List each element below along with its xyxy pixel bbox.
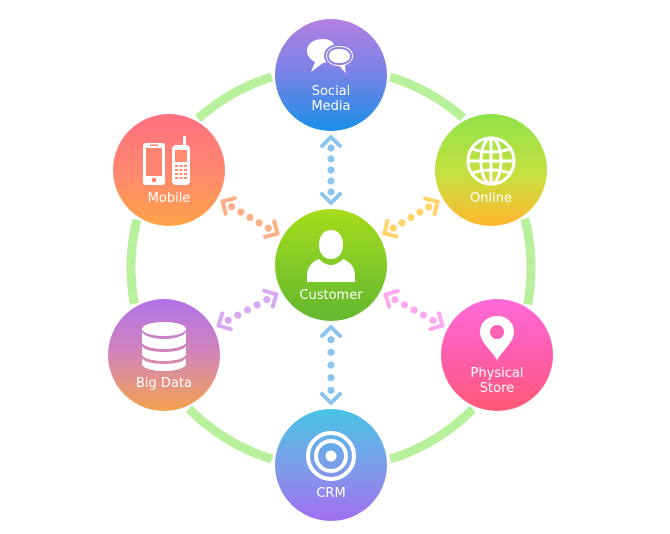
node-label: Mobile xyxy=(147,190,191,206)
arrow-dot xyxy=(400,301,409,309)
arrow-bigdata xyxy=(216,288,279,332)
arrow-head xyxy=(320,135,342,148)
node-crm: CRM xyxy=(275,409,387,521)
ring-segment xyxy=(388,72,467,122)
arrow-dot xyxy=(327,348,335,356)
arrow-dot xyxy=(224,316,232,324)
arrow-head xyxy=(216,311,233,332)
arrow-head xyxy=(383,288,400,309)
arrow-head xyxy=(382,219,399,239)
mobile-phones-icon xyxy=(143,135,190,185)
arrow-dot xyxy=(425,203,433,211)
node-label: Customer xyxy=(299,287,363,303)
node-physical-store: Physical Store xyxy=(441,299,553,411)
node-label: Online xyxy=(470,190,512,206)
arrow-dot xyxy=(327,386,335,394)
arrow-dot xyxy=(416,208,424,216)
arrow-dot xyxy=(234,311,242,319)
arrow-dot xyxy=(246,213,254,222)
database-icon xyxy=(142,321,186,371)
arrow-dot xyxy=(253,301,261,309)
node-label: Physical Store xyxy=(470,366,524,396)
arrow-dot xyxy=(391,296,399,304)
arrow-head xyxy=(263,219,280,239)
outer-ring xyxy=(126,72,536,464)
arrow-mobile xyxy=(220,196,280,239)
arrow-dot xyxy=(228,203,236,211)
connector-arrows xyxy=(216,135,445,405)
node-mobile: Mobile xyxy=(113,114,225,226)
user-icon xyxy=(307,229,355,282)
arrow-dot xyxy=(327,374,335,382)
node-label: CRM xyxy=(316,485,346,501)
arrow-head xyxy=(320,392,342,405)
arrow-dot xyxy=(327,188,335,196)
arrow-head xyxy=(423,196,440,216)
arrow-head xyxy=(220,196,237,216)
arrow-dot xyxy=(264,224,272,232)
arrow-dot xyxy=(389,224,397,232)
arrow-dot xyxy=(263,296,271,304)
arrow-head xyxy=(428,311,445,332)
ring-segment xyxy=(126,218,142,305)
arrow-head xyxy=(320,325,342,338)
arrow-dot xyxy=(407,213,415,222)
node-social-media: Social Media xyxy=(275,19,387,131)
node-label: Big Data xyxy=(136,375,192,391)
node-customer: Customer xyxy=(275,209,387,321)
node-big-data: Big Data xyxy=(108,299,220,411)
arrow-crm xyxy=(320,325,342,405)
arrow-dot xyxy=(327,177,335,185)
arrow-head xyxy=(320,192,342,205)
target-icon xyxy=(306,430,356,481)
node-online: Online xyxy=(435,114,547,226)
ring-segment xyxy=(185,405,274,464)
arrow-dot xyxy=(237,208,245,216)
chat-bubbles-icon xyxy=(307,39,356,79)
arrow-dot xyxy=(429,316,437,324)
arrow-dot xyxy=(410,306,418,314)
arrow-dot xyxy=(419,311,428,319)
ring-segment xyxy=(388,405,476,464)
arrow-social xyxy=(320,135,342,205)
node-label: Social Media xyxy=(311,84,351,114)
arrow-dot xyxy=(327,144,335,152)
arrow-dot xyxy=(255,219,263,227)
arrow-dot xyxy=(327,166,335,174)
arrow-store xyxy=(383,288,445,332)
globe-icon xyxy=(466,136,516,185)
arrow-dot xyxy=(327,336,335,344)
arrow-head xyxy=(262,288,279,309)
arrow-dot xyxy=(243,306,252,314)
ring-segment xyxy=(195,72,274,122)
ring-segment xyxy=(520,217,536,306)
arrow-online xyxy=(382,196,440,239)
arrow-dot xyxy=(398,219,406,227)
arrow-dot xyxy=(327,361,335,369)
arrow-dot xyxy=(327,155,335,163)
map-pin-icon xyxy=(480,316,514,360)
